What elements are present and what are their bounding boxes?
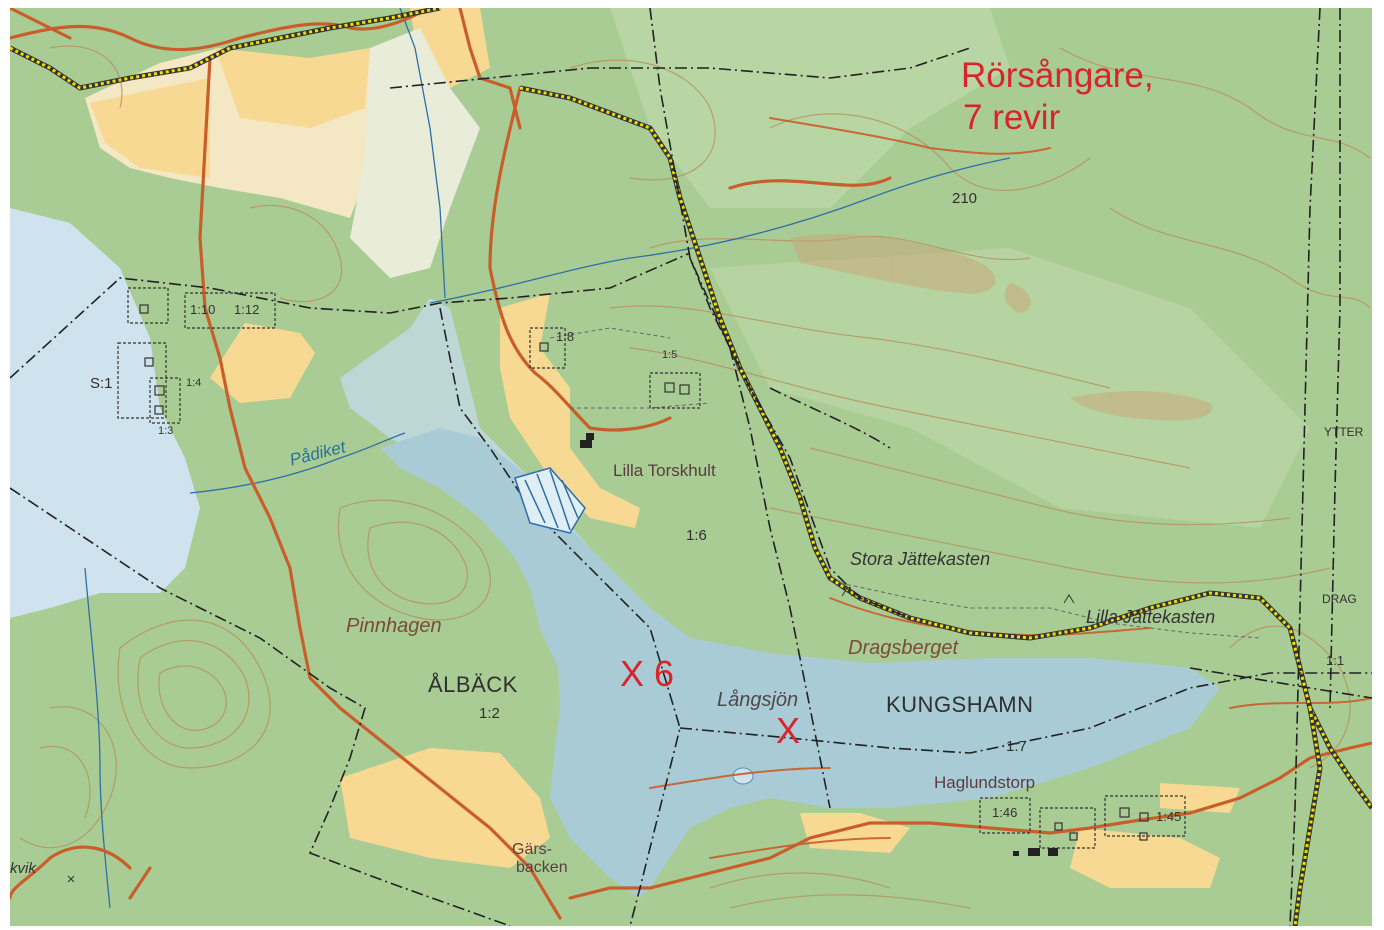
field [1070,828,1220,888]
plot-1-3: 1:3 [158,425,174,437]
plot-outlines [117,287,1186,849]
open-forest-patch [610,8,1010,208]
hiking-trail [10,8,1372,926]
field [215,48,370,128]
annotation-territory-count: 7 revir [963,98,1061,137]
contour-lines [19,45,1371,909]
field [90,78,210,178]
elevation-210: 210 [952,190,978,207]
label-kvik: kvik [10,860,36,877]
field [340,748,550,868]
plot-1-1: 1:1 [1326,653,1345,668]
building-outlines [139,304,1149,841]
label-alback: ÅLBÄCK [428,672,518,697]
observation-marker-x6: X 6 [620,653,675,694]
label-garsbacken-1: Gärs- [512,841,552,858]
annotation-species-title: Rörsångare, [961,56,1154,95]
label-kungshamn: KUNGSHAMN [886,692,1034,717]
plot-s-1: S:1 [90,375,113,392]
label-pinnhagen: Pinnhagen [346,615,442,637]
property-boundaries [10,8,1372,926]
field [210,323,315,403]
label-ytter: YTTER [1324,425,1364,439]
roads [10,8,1372,920]
large-lake [10,208,200,618]
buildings [580,433,1058,856]
plot-1-7: 1:7 [1006,738,1027,755]
terrain-patches [790,234,1213,421]
open-forest-patch [710,248,1310,528]
label-lilla-jattekasten: Lilla Jättekasten [1086,607,1216,627]
plot-1-5: 1:5 [662,349,678,361]
plot-1-46: 1:46 [992,805,1018,820]
lake-langsjon [380,428,1220,898]
label-lilla-torskhult: Lilla Torskhult [613,461,716,480]
observation-marker-x: X [776,710,801,751]
plot-1-2: 1:2 [479,705,500,722]
map-canvas [10,8,1372,926]
label-dragsberget: Dragsberget [848,637,959,659]
topographic-map[interactable]: Rörsångare, 7 revir X 6 X Lilla Torskhul… [10,8,1372,926]
plot-1-12: 1:12 [234,302,260,317]
open-land [350,28,480,278]
plot-1-6: 1:6 [686,527,707,544]
terrain-symbols [67,587,1075,883]
pond [732,767,754,785]
plot-1-8: 1:8 [556,329,575,344]
bridge-hatching [514,467,586,534]
label-stora-jattekasten: Stora Jättekasten [850,549,991,569]
label-langsjon: Långsjön [717,689,799,711]
plot-1-10: 1:10 [190,302,216,317]
label-haglundstorp: Haglundstorp [934,773,1036,792]
streams [84,8,1011,909]
label-garsbacken-2: backen [516,859,568,876]
plot-1-4: 1:4 [186,377,202,389]
field [500,293,640,528]
label-drag: DRAG [1322,592,1357,606]
plot-1-45: 1:45 [1156,809,1182,824]
